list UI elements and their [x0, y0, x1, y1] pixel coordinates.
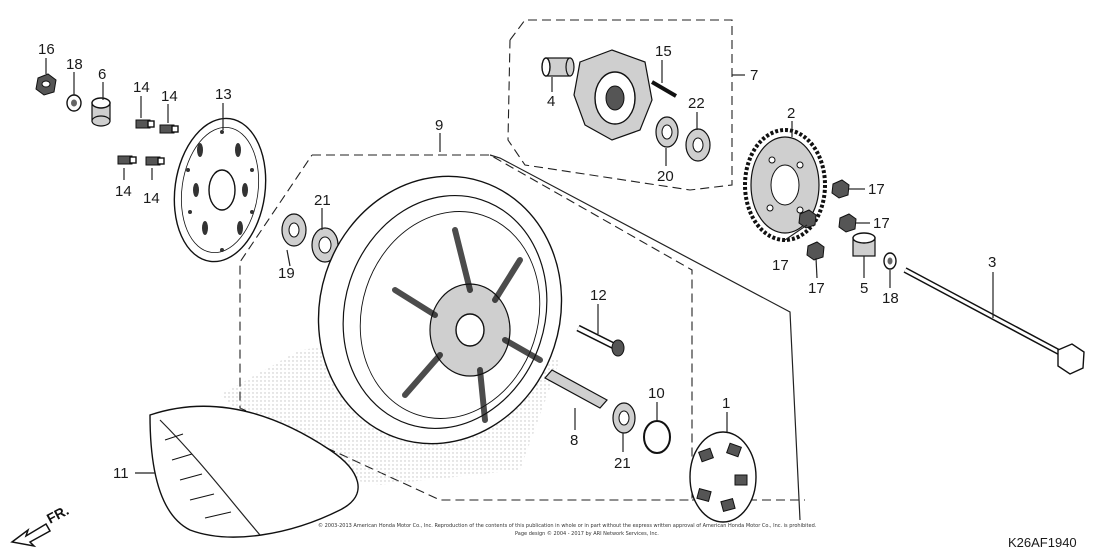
callout-17: 17 [873, 215, 890, 232]
o-ring-10-icon [643, 420, 671, 454]
leader-lines [45, 58, 994, 474]
callout-17: 17 [868, 181, 885, 198]
bolt-12-icon [576, 324, 625, 357]
callout-9: 9 [435, 117, 443, 134]
callout-4: 4 [547, 93, 555, 110]
callout-1: 1 [722, 395, 730, 412]
copyright-line-2: Page design © 2004 - 2017 by ARI Network… [515, 530, 659, 537]
callout-11: 11 [113, 465, 129, 482]
axle-3-icon [903, 267, 1085, 375]
bearing-21-lower-icon [612, 402, 636, 434]
callout-18: 18 [882, 290, 899, 307]
callout-18: 18 [66, 56, 83, 73]
callout-14: 14 [161, 88, 178, 105]
callout-20: 20 [657, 168, 674, 185]
group-outline-hub [507, 19, 733, 191]
callout-21: 21 [614, 455, 631, 472]
bearing-20-icon [655, 116, 679, 148]
callout-labels: 16 18 6 14 14 13 14 14 9 21 19 4 15 22 2… [38, 41, 996, 482]
brake-disc-13-icon [173, 117, 267, 263]
damper-1-icon [689, 431, 757, 523]
callout-6: 6 [98, 66, 106, 83]
collar-5-icon [852, 232, 876, 257]
diagram-code: K26AF1940 [1008, 535, 1077, 550]
callout-13: 13 [215, 86, 232, 103]
callout-22: 22 [688, 95, 705, 112]
rear-wheel-9-icon [317, 175, 563, 445]
tire-11-icon [149, 405, 359, 538]
front-marker-label: FR. [44, 502, 71, 527]
collar-6-icon [91, 97, 111, 127]
washer-18-right-icon [883, 252, 897, 270]
bolt-14-icon [117, 119, 179, 166]
front-direction-arrow-icon [10, 522, 52, 548]
callout-2: 2 [787, 105, 795, 122]
nut-17-icon [798, 179, 857, 261]
callout-14: 14 [143, 190, 160, 207]
collar-4-icon [541, 57, 575, 77]
hub-flange-7-icon [573, 49, 653, 141]
stud-15-icon [650, 80, 678, 98]
callout-14: 14 [115, 183, 132, 200]
callout-17: 17 [772, 257, 789, 274]
copyright-line-1: © 2003-2013 American Honda Motor Co., In… [318, 522, 817, 529]
callout-19: 19 [278, 265, 295, 282]
bearing-21-icon [311, 227, 339, 263]
callout-8: 8 [570, 432, 578, 449]
nut-16-icon [35, 73, 57, 96]
callout-17: 17 [808, 280, 825, 297]
group-outline-damper [489, 154, 801, 521]
callout-15: 15 [655, 43, 672, 60]
collar-8-icon [544, 369, 608, 409]
callout-3: 3 [988, 254, 996, 271]
callout-12: 12 [590, 287, 607, 304]
callout-10: 10 [648, 385, 665, 402]
callout-14: 14 [133, 79, 150, 96]
callout-16: 16 [38, 41, 55, 58]
bearing-22-icon [685, 128, 711, 162]
callout-5: 5 [860, 280, 868, 297]
washer-18-icon [66, 94, 82, 112]
callout-7: 7 [750, 67, 758, 84]
callout-21: 21 [314, 192, 331, 209]
bearing-19-icon [281, 213, 307, 247]
